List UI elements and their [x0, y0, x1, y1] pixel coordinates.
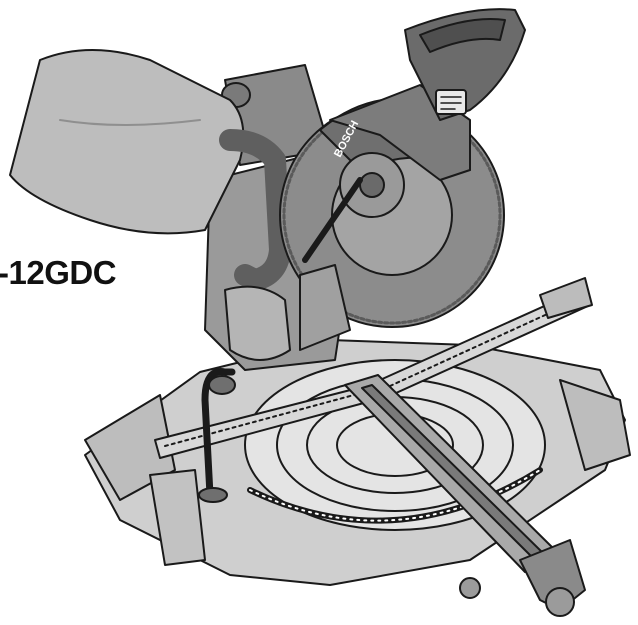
miter-scale-ticks — [249, 469, 541, 522]
left-bracket — [149, 469, 206, 566]
clamp-foot — [198, 487, 228, 503]
rail-end-knob — [545, 587, 575, 617]
base-right-foot — [559, 379, 631, 471]
fence-right-scale — [389, 299, 579, 387]
dust-bag — [9, 49, 245, 235]
rail-foot-knob — [459, 577, 481, 599]
display-panel — [435, 89, 467, 115]
model-number-label: -12GDC — [0, 254, 117, 291]
blade-shield — [299, 264, 351, 351]
fence-right-end — [539, 277, 593, 319]
hold-down-clamp — [201, 368, 236, 499]
fence-left-scale — [164, 391, 366, 447]
dust-elbow — [219, 129, 291, 291]
lower-guard — [224, 285, 291, 361]
dust-bag-fold — [59, 119, 201, 126]
handle-grip — [419, 18, 506, 53]
depth-rod — [302, 177, 363, 263]
clamp-knob — [208, 375, 236, 395]
blade-arbor-bolt — [359, 172, 385, 198]
